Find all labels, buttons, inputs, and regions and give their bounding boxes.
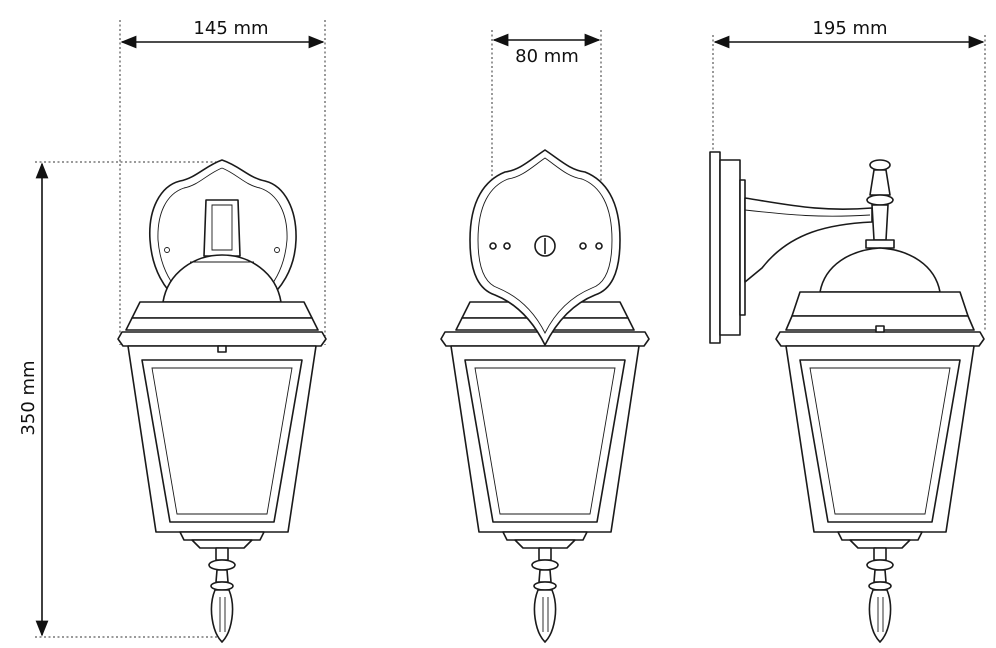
mount-width-label: 80 mm [515, 46, 579, 67]
depth-label: 195 mm [812, 18, 887, 39]
side-view-lamp [709, 151, 985, 643]
height-label: 350 mm [18, 360, 39, 435]
front-view-lamp [117, 159, 327, 643]
front-width-label: 145 mm [193, 18, 268, 39]
back-view-lamp [440, 149, 650, 643]
extension-lines [35, 20, 986, 638]
